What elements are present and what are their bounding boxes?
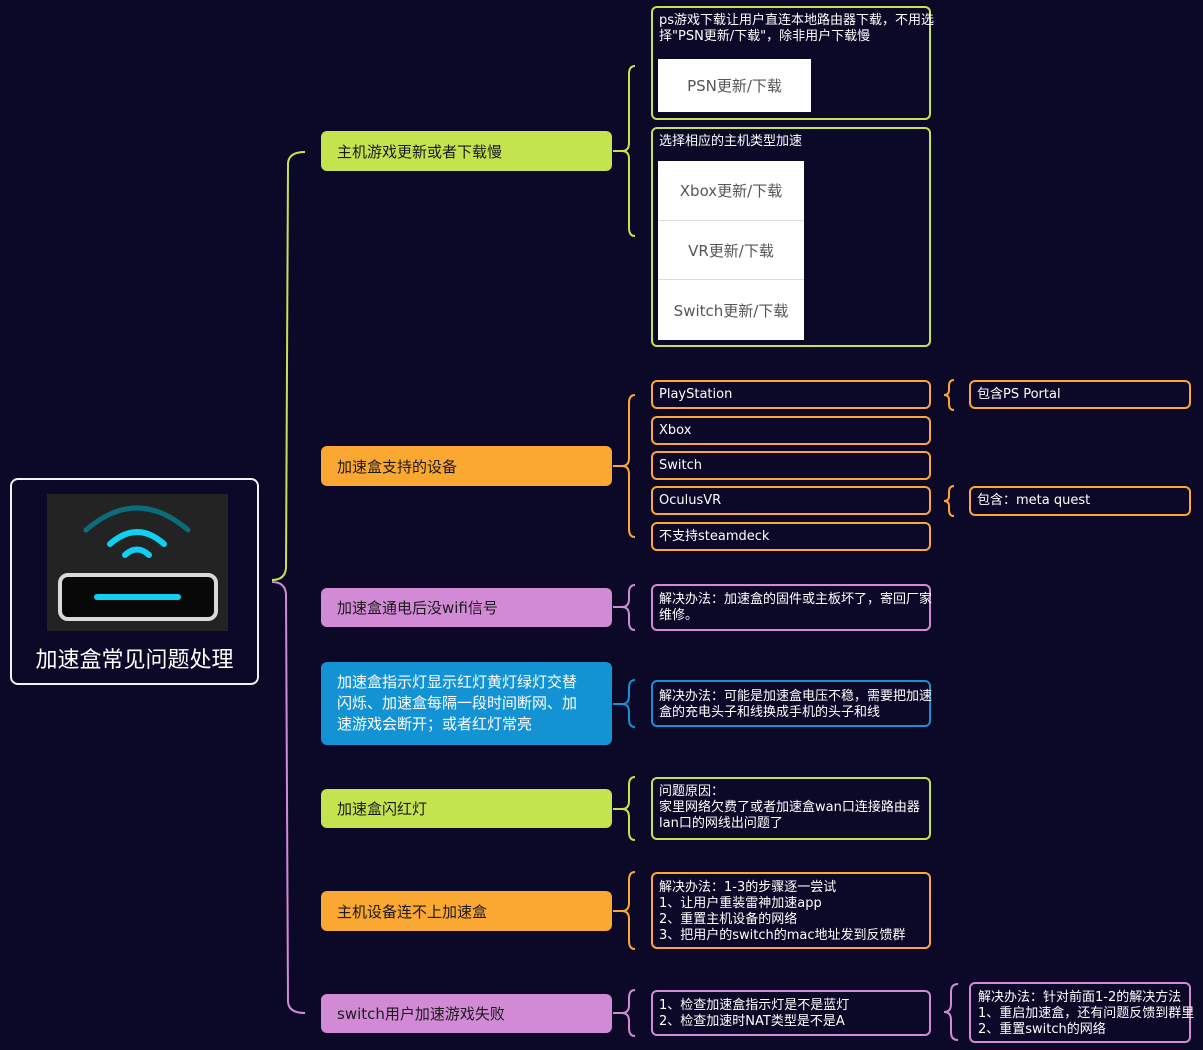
device-switch[interactable]: Switch — [651, 451, 931, 480]
device-xbox[interactable]: Xbox — [651, 416, 931, 445]
card-divider — [658, 279, 804, 280]
topic-supported-devices[interactable]: 加速盒支持的设备 — [321, 446, 612, 486]
no-wifi-solution[interactable]: 解决办法：加速盒的固件或主板坏了，寄回厂家 维修。 — [651, 584, 932, 631]
red-light-cause[interactable]: 问题原因： 家里网络欠费了或者加速盒wan口连接路由器 lan口的网线出问题了 — [651, 777, 931, 840]
xbox-update-card[interactable]: Xbox更新/下载 — [658, 161, 804, 220]
vr-update-card[interactable]: VR更新/下载 — [658, 221, 804, 279]
topic-indicator-light-blinking[interactable]: 加速盒指示灯显示红灯黄灯绿灯交替 闪烁、加速盒每隔一段时间断网、加 速游戏会断开… — [321, 662, 612, 745]
root-title: 加速盒常见问题处理 — [35, 648, 234, 673]
wifi-router-icon — [58, 505, 218, 621]
device-playstation[interactable]: PlayStation — [651, 380, 931, 409]
device-steamdeck-unsupported[interactable]: 不支持steamdeck — [651, 522, 931, 551]
topic-red-light-flashing[interactable]: 加速盒闪红灯 — [321, 789, 612, 828]
topic-switch-acceleration-failed[interactable]: switch用户加速游戏失败 — [321, 994, 612, 1033]
topic-console-download-slow[interactable]: 主机游戏更新或者下载慢 — [321, 131, 612, 171]
root-node[interactable]: 加速盒常见问题处理 — [10, 478, 259, 685]
accelerator-box-image — [47, 494, 228, 631]
psn-direct-download-note[interactable]: ps游戏下载让用户直连本地路由器下载，不用选 择"PSN更新/下载"，除非用户下… — [651, 6, 934, 120]
topic-no-wifi-signal[interactable]: 加速盒通电后没wifi信号 — [321, 588, 612, 627]
device-oculusvr[interactable]: OculusVR — [651, 486, 931, 515]
select-console-type-note[interactable]: 选择相应的主机类型加速 — [651, 127, 931, 347]
card-divider — [658, 220, 804, 221]
device-oculusvr-detail[interactable]: 包含：meta quest — [969, 486, 1191, 516]
switch-solution[interactable]: 解决办法：针对前面1-2的解决方法 1、重启加速盒，还有问题反馈到群里 2、重置… — [969, 982, 1194, 1043]
topic-device-cannot-connect[interactable]: 主机设备连不上加速盒 — [321, 891, 612, 931]
switch-update-card[interactable]: Switch更新/下载 — [658, 280, 804, 340]
device-connect-solution[interactable]: 解决办法：1-3的步骤逐一尝试 1、让用户重装雷神加速app 2、重置主机设备的… — [651, 872, 931, 949]
indicator-light-solution[interactable]: 解决办法：可能是加速盒电压不稳，需要把加速 盒的充电头子和线换成手机的头子和线 — [651, 680, 932, 727]
device-playstation-detail[interactable]: 包含PS Portal — [969, 380, 1191, 409]
psn-update-card[interactable]: PSN更新/下载 — [658, 59, 811, 112]
switch-check-steps[interactable]: 1、检查加速盒指示灯是不是蓝灯 2、检查加速时NAT类型是不是A — [651, 990, 931, 1036]
